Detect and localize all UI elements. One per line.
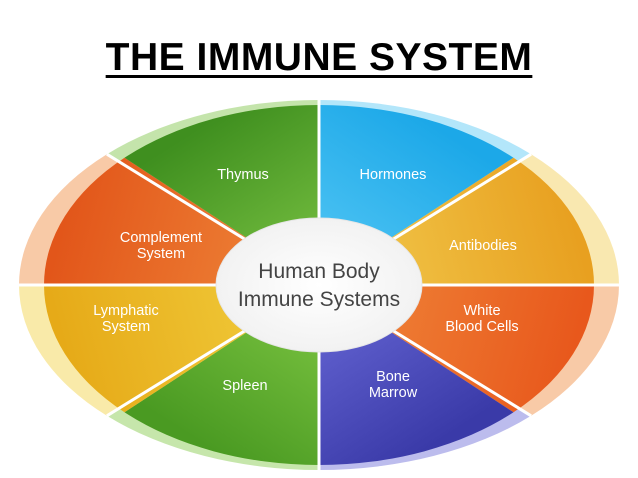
segment-label-complement-system-line2: System — [137, 246, 185, 262]
segment-label-bone-marrow-line2: Marrow — [369, 385, 418, 401]
segment-label-spleen: Spleen — [222, 378, 267, 394]
segment-label-white-blood-cells-line2: Blood Cells — [445, 319, 518, 335]
segment-label-complement-system-line1: Complement — [120, 230, 202, 246]
center-label-line1: Human Body — [258, 260, 380, 283]
segment-label-white-blood-cells-line1: White — [463, 303, 500, 319]
center-ellipse — [215, 217, 423, 353]
segment-label-antibodies: Antibodies — [449, 238, 517, 254]
page-title: THE IMMUNE SYSTEM — [0, 36, 638, 80]
segment-label-lymphatic-system-line2: System — [102, 319, 150, 335]
segment-label-thymus: Thymus — [217, 167, 269, 183]
segment-label-bone-marrow-line1: Bone — [376, 369, 410, 385]
center-label-line2: Immune Systems — [238, 288, 400, 311]
segment-label-lymphatic-system-line1: Lymphatic — [93, 303, 159, 319]
segment-label-hormones: Hormones — [360, 167, 427, 183]
title-text: THE IMMUNE SYSTEM — [105, 36, 533, 79]
